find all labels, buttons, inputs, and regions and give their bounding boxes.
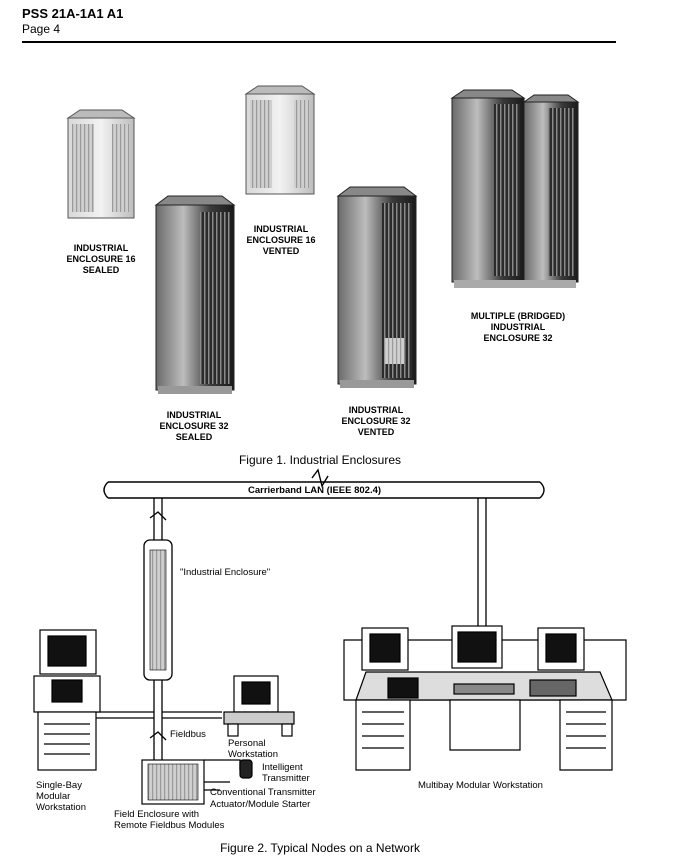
label-ie16-sealed: INDUSTRIAL ENCLOSURE 16 SEALED [66, 243, 136, 275]
label-ie16-vented: INDUSTRIAL ENCLOSURE 16 VENTED [246, 224, 316, 256]
single-bay-workstation [33, 629, 101, 771]
label-ie32-vented: INDUSTRIAL ENCLOSURE 32 VENTED [341, 405, 411, 437]
label-fieldbus: Fieldbus [170, 729, 206, 740]
label-personal-workstation: Personal Workstation [228, 738, 278, 760]
lan-bus [103, 468, 545, 499]
label-intelligent-transmitter: Intelligent Transmitter [262, 762, 310, 784]
label-lan: Carrierband LAN (IEEE 802.4) [248, 485, 382, 496]
enclosure-multiple-bridged [450, 89, 580, 288]
document-id: PSS 21A-1A1 A1 [22, 6, 124, 21]
label-actuator-module-starter: Actuator/Module Starter [210, 799, 311, 810]
figure2-caption: Figure 2. Typical Nodes on a Network [220, 841, 420, 855]
enclosure-16-sealed [66, 109, 136, 219]
network-connections [96, 498, 487, 791]
field-enclosure [141, 759, 253, 805]
label-conventional-transmitter: Conventional Transmitter [210, 787, 316, 798]
enclosure-32-vented [336, 186, 418, 388]
figure1-caption: Figure 1. Industrial Enclosures [238, 453, 402, 467]
label-industrial-enclosure: "Industrial Enclosure" [180, 567, 271, 578]
personal-workstation [223, 675, 295, 737]
label-multibay-workstation: Multibay Modular Workstation [418, 780, 543, 791]
label-field-enclosure: Field Enclosure with Remote Fieldbus Mod… [114, 809, 225, 831]
page-number: Page 4 [22, 22, 61, 36]
header-rule [22, 41, 616, 43]
enclosure-32-sealed [154, 195, 236, 394]
enclosure-16-vented [244, 85, 316, 195]
industrial-enclosure-column [143, 539, 173, 681]
label-single-bay-workstation: Single-Bay Modular Workstation [36, 780, 86, 813]
label-ie32-sealed: INDUSTRIAL ENCLOSURE 32 SEALED [159, 410, 229, 442]
label-multiple-bridged: MULTIPLE (BRIDGED) INDUSTRIAL ENCLOSURE … [470, 311, 566, 343]
multibay-workstation [343, 625, 627, 771]
